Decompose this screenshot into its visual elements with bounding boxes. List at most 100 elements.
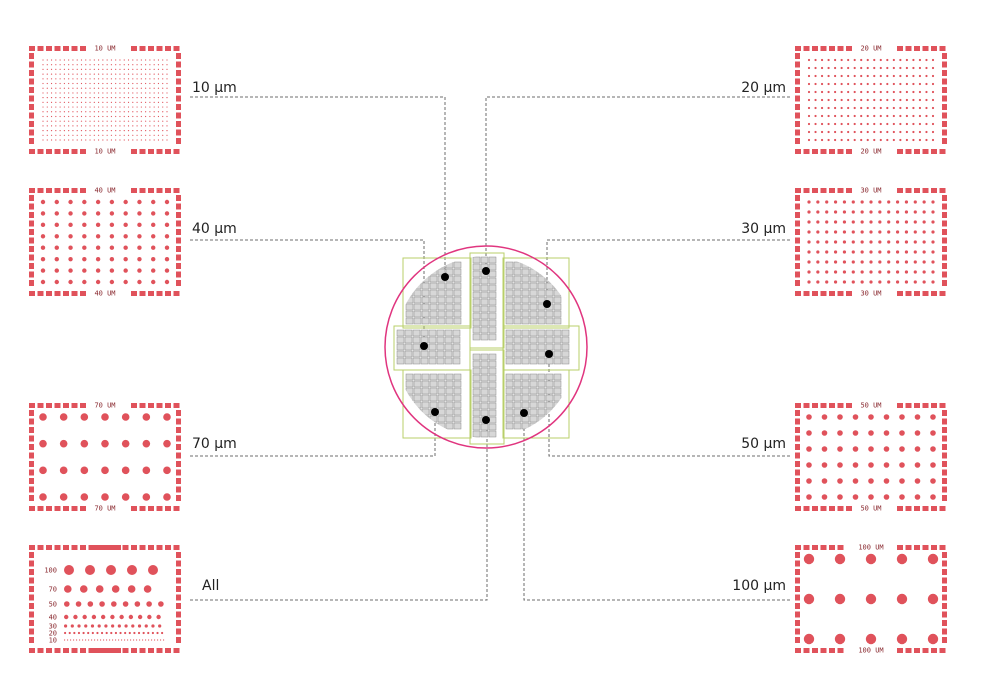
pattern-dot (136, 92, 138, 94)
pattern-dot (76, 115, 78, 118)
pattern-dot (127, 87, 130, 89)
pattern-dot (925, 122, 928, 126)
die (437, 422, 446, 430)
frame-dash (165, 506, 171, 511)
die (413, 289, 422, 297)
pattern-dot (899, 478, 905, 484)
die (537, 275, 546, 283)
pattern-dot (918, 106, 922, 110)
frame-dash (795, 410, 800, 416)
frame-dash (829, 506, 835, 511)
frame-dash (173, 506, 180, 511)
die (437, 401, 446, 409)
frame-dash (29, 452, 34, 459)
frame-dash (795, 620, 800, 626)
frame-dash (63, 545, 69, 550)
pattern-dot (140, 59, 142, 61)
pattern-dot (806, 446, 812, 452)
die (513, 336, 522, 344)
pattern-dot (110, 97, 113, 99)
frame-dash (63, 188, 69, 193)
pattern-dot (892, 114, 895, 118)
pattern-dot (153, 59, 155, 61)
pattern-dot (55, 82, 57, 85)
pattern-dot (879, 106, 882, 110)
pattern-dot (913, 260, 917, 264)
frame-dash (176, 78, 181, 85)
pattern-dot (895, 230, 900, 234)
die (429, 401, 438, 409)
pattern-dot (925, 114, 928, 118)
pattern-dot (42, 129, 44, 132)
pattern-dot (89, 106, 91, 108)
frame-dash (176, 452, 181, 459)
frame-dash (46, 648, 52, 653)
die (453, 401, 462, 409)
die (453, 261, 462, 269)
pattern-dot (151, 199, 156, 205)
pattern-dot (63, 82, 65, 85)
pattern-dot (162, 82, 164, 85)
pattern-dot (140, 97, 142, 99)
pattern-dot (860, 122, 863, 126)
pattern-dot (860, 74, 863, 78)
die (513, 317, 522, 325)
frame-dash (176, 552, 181, 558)
frame-dash (939, 46, 946, 51)
pattern-dot (852, 494, 859, 500)
pattern-dot (905, 90, 908, 94)
pattern-tag: 40 UM (94, 187, 115, 195)
pattern-dot (89, 68, 91, 71)
pattern-dot (895, 200, 900, 204)
frame-dash (942, 469, 947, 476)
pattern-dot (59, 68, 61, 71)
pattern-dot (128, 631, 131, 635)
pattern-dot (912, 90, 915, 94)
frame-dash (46, 545, 52, 550)
pattern-dot (883, 462, 890, 468)
die (505, 336, 514, 344)
pattern-dot (97, 101, 100, 103)
pattern-dot (166, 59, 168, 61)
pattern-dot (115, 97, 117, 99)
pattern-dot (106, 139, 108, 141)
pattern-dot (814, 106, 817, 110)
die (413, 387, 422, 395)
pattern-dot (814, 82, 817, 86)
frame-dash (156, 188, 163, 193)
pattern-dot (847, 106, 850, 110)
pattern-dot (860, 240, 864, 244)
pattern-dot (807, 240, 811, 244)
frame-dash (29, 620, 34, 626)
die (505, 275, 514, 283)
pattern-dot (39, 439, 47, 448)
die (429, 303, 438, 311)
frame-dash (942, 237, 947, 244)
die (537, 415, 546, 423)
die (472, 395, 481, 403)
pattern-dot (93, 82, 95, 85)
pattern-dot (128, 614, 134, 620)
pattern-dot (164, 199, 170, 205)
frame-dash (931, 188, 937, 193)
pattern-dot (886, 106, 889, 110)
pattern-dot (119, 631, 122, 635)
pattern-dot (825, 210, 829, 214)
pattern-dot (42, 64, 44, 66)
frame-dash (148, 291, 154, 296)
frame-dash (942, 603, 947, 609)
pattern-dot (865, 553, 877, 565)
die (561, 343, 570, 351)
pattern-dot (97, 59, 100, 61)
pattern-dot (68, 631, 71, 635)
frame-dash (820, 188, 827, 193)
pattern-dot (40, 199, 46, 205)
pattern-dot (59, 413, 68, 421)
die (472, 256, 481, 264)
pattern-dot (866, 114, 869, 118)
die (553, 282, 562, 290)
frame-dash (176, 469, 181, 476)
pattern-tag: 20 UM (860, 45, 881, 53)
pattern-dot (59, 115, 61, 118)
pattern-dot (106, 115, 108, 118)
